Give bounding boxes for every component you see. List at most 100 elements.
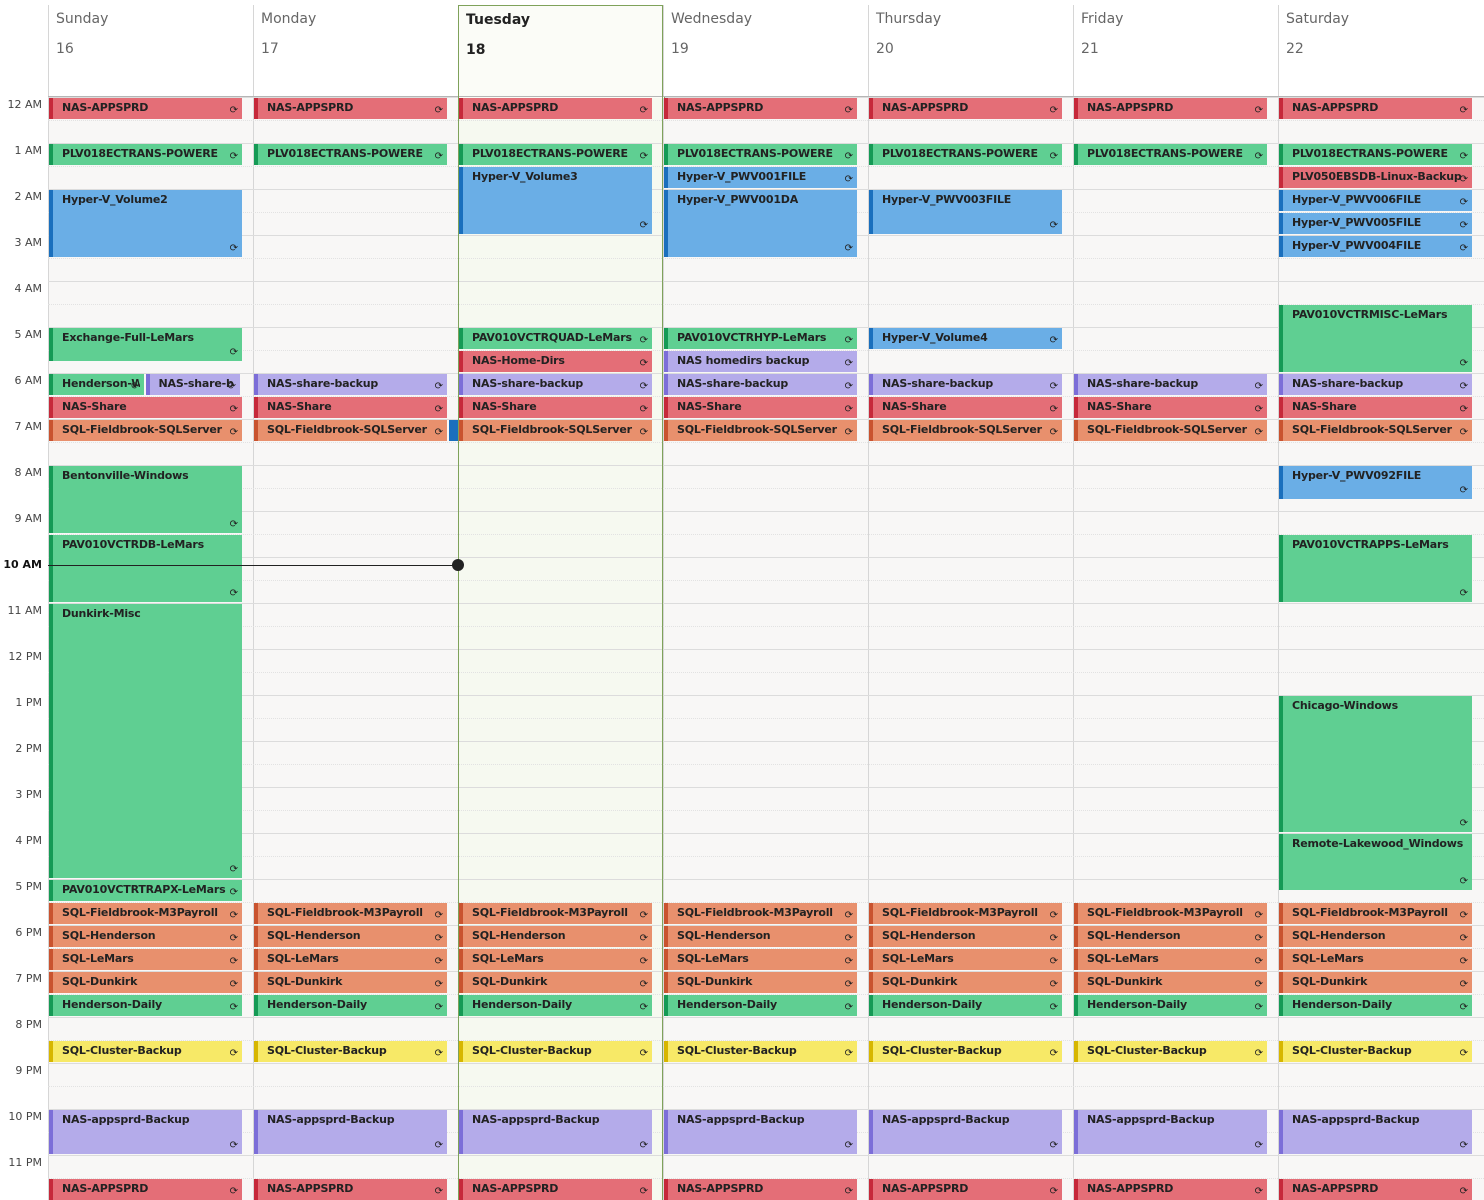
event-plv018ectrans-powere[interactable]: PLV018ECTRANS-POWERE⟳ — [869, 144, 1062, 165]
event-sql-dunkirk[interactable]: SQL-Dunkirk⟳ — [254, 972, 447, 993]
event-pav010vctrquad-lemars[interactable]: PAV010VCTRQUAD-LeMars⟳ — [459, 328, 652, 349]
event-sql-fieldbrook-sqlserver[interactable]: SQL-Fieldbrook-SQLServer⟳ — [664, 420, 857, 441]
event-nas-appsprd[interactable]: NAS-APPSPRD⟳ — [459, 1179, 652, 1200]
event-sql-fieldbrook-sqlserver[interactable]: SQL-Fieldbrook-SQLServer⟳ — [254, 420, 447, 441]
event-hyper-v-pwv003file[interactable]: Hyper-V_PWV003FILE⟳ — [869, 190, 1062, 234]
event-sql-fieldbrook-sqlserver[interactable]: SQL-Fieldbrook-SQLServer⟳ — [459, 420, 652, 441]
event-sql-cluster-backup[interactable]: SQL-Cluster-Backup⟳ — [664, 1041, 857, 1062]
event-sql-cluster-backup[interactable]: SQL-Cluster-Backup⟳ — [1279, 1041, 1472, 1062]
event-plv018ectrans-powere[interactable]: PLV018ECTRANS-POWERE⟳ — [1074, 144, 1267, 165]
event-sql-lemars[interactable]: SQL-LeMars⟳ — [1279, 949, 1472, 970]
event-nas-share-backup[interactable]: NAS-share-backup⟳ — [1279, 374, 1472, 395]
event-pav010vctrhyp-lemars[interactable]: PAV010VCTRHYP-LeMars⟳ — [664, 328, 857, 349]
event-nas-appsprd[interactable]: NAS-APPSPRD⟳ — [254, 1179, 447, 1200]
event-sql-cluster-backup[interactable]: SQL-Cluster-Backup⟳ — [869, 1041, 1062, 1062]
event-sql-fieldbrook-m3payroll[interactable]: SQL-Fieldbrook-M3Payroll⟳ — [254, 903, 447, 924]
event-sql-henderson[interactable]: SQL-Henderson⟳ — [664, 926, 857, 947]
event-nas-share[interactable]: NAS-Share⟳ — [254, 397, 447, 418]
event-plv018ectrans-powere[interactable]: PLV018ECTRANS-POWERE⟳ — [1279, 144, 1472, 165]
event-pav010vctrdb-lemars[interactable]: PAV010VCTRDB-LeMars⟳ — [49, 535, 242, 602]
event-nas-appsprd[interactable]: NAS-APPSPRD⟳ — [1074, 1179, 1267, 1200]
event-sql-henderson[interactable]: SQL-Henderson⟳ — [49, 926, 242, 947]
event-hyper-v-pwv092file[interactable]: Hyper-V_PWV092FILE⟳ — [1279, 466, 1472, 499]
event-dunkirk-misc[interactable]: Dunkirk-Misc⟳ — [49, 604, 242, 878]
event-hyper-v-pwv004file[interactable]: Hyper-V_PWV004FILE⟳ — [1279, 236, 1472, 257]
event-sql-henderson[interactable]: SQL-Henderson⟳ — [1074, 926, 1267, 947]
event-nas-share[interactable]: NAS-Share⟳ — [1074, 397, 1267, 418]
event-nas-share[interactable]: NAS-Share⟳ — [1279, 397, 1472, 418]
event-nas-share[interactable]: NAS-Share⟳ — [869, 397, 1062, 418]
event-nas-appsprd[interactable]: NAS-APPSPRD⟳ — [49, 98, 242, 119]
event-sql-fieldbrook-sqlserver[interactable]: SQL-Fieldbrook-SQLServer⟳ — [49, 420, 242, 441]
event-henderson-daily[interactable]: Henderson-Daily⟳ — [49, 995, 242, 1016]
event-nas-share[interactable]: NAS-Share⟳ — [459, 397, 652, 418]
event-hyper-v-pwv001file[interactable]: Hyper-V_PWV001FILE⟳ — [664, 167, 857, 188]
event-nas-appsprd-backup[interactable]: NAS-appsprd-Backup⟳ — [49, 1110, 242, 1154]
event-plv018ectrans-powere[interactable]: PLV018ECTRANS-POWERE⟳ — [664, 144, 857, 165]
event-nas-appsprd[interactable]: NAS-APPSPRD⟳ — [1279, 98, 1472, 119]
event-hyper-v-pwv006file[interactable]: Hyper-V_PWV006FILE⟳ — [1279, 190, 1472, 211]
event-plv018ectrans-powere[interactable]: PLV018ECTRANS-POWERE⟳ — [49, 144, 242, 165]
event-nas-share-backup[interactable]: NAS-share-backup⟳ — [254, 374, 447, 395]
event-sql-henderson[interactable]: SQL-Henderson⟳ — [459, 926, 652, 947]
event-sql-cluster-backup[interactable]: SQL-Cluster-Backup⟳ — [459, 1041, 652, 1062]
event-nas-appsprd[interactable]: NAS-APPSPRD⟳ — [1279, 1179, 1472, 1200]
event-hyper-v-volume2[interactable]: Hyper-V_Volume2⟳ — [49, 190, 242, 257]
event-nas-share-backup[interactable]: NAS-share-backup⟳ — [459, 374, 652, 395]
event-henderson-daily[interactable]: Henderson-Daily⟳ — [1074, 995, 1267, 1016]
event-sql-lemars[interactable]: SQL-LeMars⟳ — [1074, 949, 1267, 970]
event-nas-appsprd[interactable]: NAS-APPSPRD⟳ — [459, 98, 652, 119]
event-nas-home-dirs[interactable]: NAS-Home-Dirs⟳ — [459, 351, 652, 372]
event-nas-share[interactable]: NAS-Share⟳ — [49, 397, 242, 418]
event-nas-appsprd[interactable]: NAS-APPSPRD⟳ — [664, 98, 857, 119]
event-hyper-v-volume3[interactable]: Hyper-V_Volume3⟳ — [459, 167, 652, 234]
event-henderson-w[interactable]: Henderson-W⟳ — [49, 374, 144, 395]
event-sql-lemars[interactable]: SQL-LeMars⟳ — [459, 949, 652, 970]
event-nas-appsprd[interactable]: NAS-APPSPRD⟳ — [1074, 98, 1267, 119]
event-exchange-full-lemars[interactable]: Exchange-Full-LeMars⟳ — [49, 328, 242, 361]
event-sql-fieldbrook-sqlserver[interactable]: SQL-Fieldbrook-SQLServer⟳ — [1074, 420, 1267, 441]
event-hyper-v-pwv001da[interactable]: Hyper-V_PWV001DA⟳ — [664, 190, 857, 257]
event-sql-fieldbrook-sqlserver[interactable]: SQL-Fieldbrook-SQLServer⟳ — [869, 420, 1062, 441]
event-sql-henderson[interactable]: SQL-Henderson⟳ — [254, 926, 447, 947]
event-henderson-daily[interactable]: Henderson-Daily⟳ — [1279, 995, 1472, 1016]
event-nas-appsprd[interactable]: NAS-APPSPRD⟳ — [49, 1179, 242, 1200]
event-nas-appsprd[interactable]: NAS-APPSPRD⟳ — [869, 1179, 1062, 1200]
event-henderson-daily[interactable]: Henderson-Daily⟳ — [459, 995, 652, 1016]
event-nas-homedirs-backup[interactable]: NAS homedirs backup⟳ — [664, 351, 857, 372]
event-sql-fieldbrook-m3payroll[interactable]: SQL-Fieldbrook-M3Payroll⟳ — [49, 903, 242, 924]
event-sql-cluster-backup[interactable]: SQL-Cluster-Backup⟳ — [254, 1041, 447, 1062]
event-nas-appsprd[interactable]: NAS-APPSPRD⟳ — [254, 98, 447, 119]
event-sql-dunkirk[interactable]: SQL-Dunkirk⟳ — [49, 972, 242, 993]
event-nas-share-backup[interactable]: NAS-share-backup⟳ — [869, 374, 1062, 395]
event-nas-share-backup[interactable]: NAS-share-backup⟳ — [1074, 374, 1267, 395]
event-plv018ectrans-powere[interactable]: PLV018ECTRANS-POWERE⟳ — [254, 144, 447, 165]
event-sql-fieldbrook-sqlserver[interactable]: SQL-Fieldbrook-SQLServer⟳ — [1279, 420, 1472, 441]
event-nas-share-b[interactable]: NAS-share-b⟳ — [145, 374, 240, 395]
event-sql-lemars[interactable]: SQL-LeMars⟳ — [254, 949, 447, 970]
event-pav010vctrmisc-lemars[interactable]: PAV010VCTRMISC-LeMars⟳ — [1279, 305, 1472, 372]
event-hyper-v-volume4[interactable]: Hyper-V_Volume4⟳ — [869, 328, 1062, 349]
event-nas-appsprd[interactable]: NAS-APPSPRD⟳ — [664, 1179, 857, 1200]
event-nas-appsprd-backup[interactable]: NAS-appsprd-Backup⟳ — [664, 1110, 857, 1154]
event-nas-appsprd-backup[interactable]: NAS-appsprd-Backup⟳ — [459, 1110, 652, 1154]
event-hyper-v-pwv005file[interactable]: Hyper-V_PWV005FILE⟳ — [1279, 213, 1472, 234]
event-sql-lemars[interactable]: SQL-LeMars⟳ — [664, 949, 857, 970]
event-sql-dunkirk[interactable]: SQL-Dunkirk⟳ — [664, 972, 857, 993]
event-plv050ebsdb-linux-backup[interactable]: PLV050EBSDB-Linux-Backup⟳ — [1279, 167, 1472, 188]
event-sql-henderson[interactable]: SQL-Henderson⟳ — [1279, 926, 1472, 947]
event-sql-fieldbrook-m3payroll[interactable]: SQL-Fieldbrook-M3Payroll⟳ — [459, 903, 652, 924]
event-plv018ectrans-powere[interactable]: PLV018ECTRANS-POWERE⟳ — [459, 144, 652, 165]
event-henderson-daily[interactable]: Henderson-Daily⟳ — [254, 995, 447, 1016]
event-sql-fieldbrook-m3payroll[interactable]: SQL-Fieldbrook-M3Payroll⟳ — [869, 903, 1062, 924]
event-nas-appsprd-backup[interactable]: NAS-appsprd-Backup⟳ — [1074, 1110, 1267, 1154]
event-sql-lemars[interactable]: SQL-LeMars⟳ — [49, 949, 242, 970]
event-sql-dunkirk[interactable]: SQL-Dunkirk⟳ — [1279, 972, 1472, 993]
event-nas-share-backup[interactable]: NAS-share-backup⟳ — [664, 374, 857, 395]
